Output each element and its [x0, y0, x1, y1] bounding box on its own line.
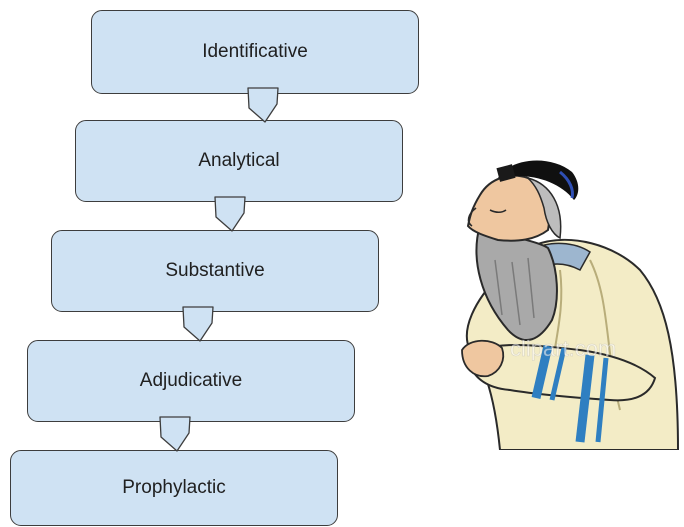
chevron-connector-icon: [247, 87, 279, 123]
rabbi-clipart-image: clipart.com: [461, 160, 680, 450]
chevron-connector-icon: [214, 196, 246, 232]
chevron-connector-icon: [182, 306, 214, 342]
step-box-prophylactic: Prophylactic: [10, 450, 338, 526]
step-label: Prophylactic: [122, 477, 226, 498]
step-label: Substantive: [165, 260, 265, 281]
step-label: Identificative: [202, 41, 308, 62]
step-label: Adjudicative: [139, 370, 243, 391]
step-box-identificative: Identificative: [91, 10, 419, 94]
step-box-analytical: Analytical: [75, 120, 403, 202]
watermark-text: clipart.com: [510, 336, 616, 361]
chevron-connector-icon: [159, 416, 191, 452]
step-box-substantive: Substantive: [51, 230, 379, 312]
step-label: Analytical: [198, 150, 280, 171]
step-box-adjudicative: Adjudicative: [27, 340, 355, 422]
